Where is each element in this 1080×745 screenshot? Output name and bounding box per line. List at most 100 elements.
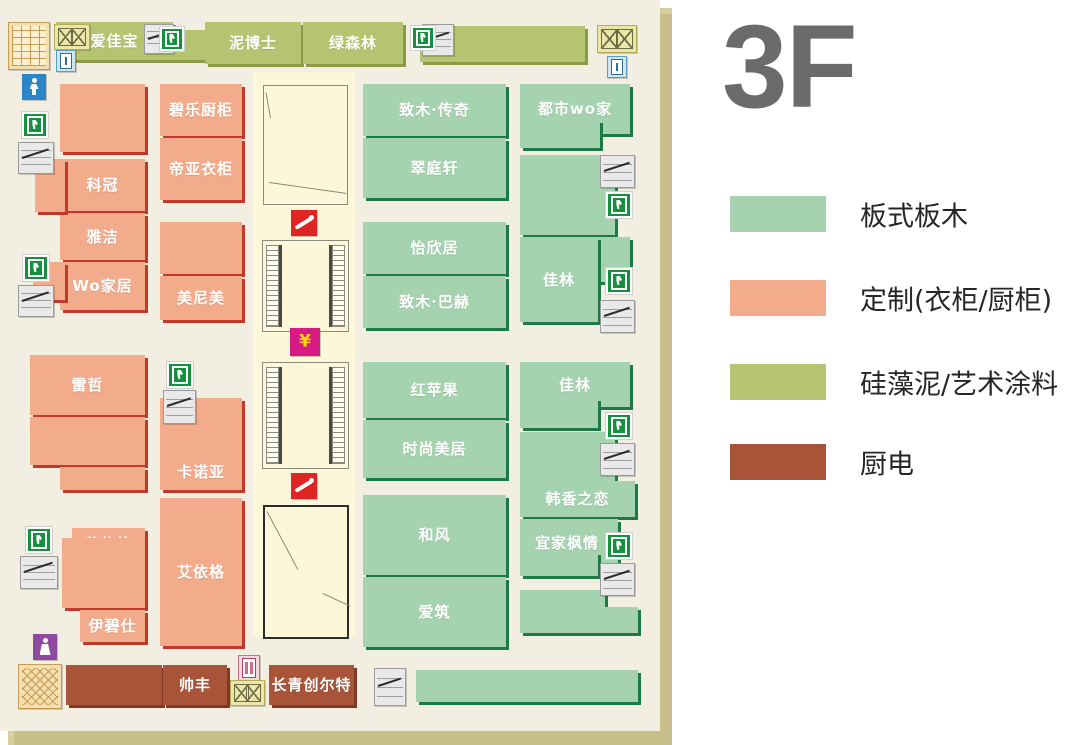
store-keguan[interactable]: 科冠 — [60, 159, 145, 211]
store-fourth-unnamed-3b[interactable] — [520, 607, 638, 633]
store-lusenlin[interactable]: 绿森林 — [303, 22, 403, 64]
store-label: Wo家居 — [72, 276, 133, 295]
store-cuitingxuan[interactable]: 翠庭轩 — [363, 138, 506, 198]
information-icon — [56, 50, 76, 72]
store-fourth-unnamed-1[interactable] — [520, 155, 615, 235]
restroom-female-icon — [33, 634, 57, 660]
information-icon — [607, 56, 627, 78]
store-shuaifeng[interactable]: 帅丰 — [163, 665, 227, 705]
seating-icon — [18, 664, 62, 709]
store-zhimu-chuanqi[interactable]: 致木·传奇 — [363, 84, 506, 136]
legend-label: 硅藻泥/艺术涂料 — [860, 369, 1059, 401]
store-label: 宜家枫情 — [534, 533, 599, 552]
floor-level-label: 3F — [722, 1, 858, 133]
store-diyayigui[interactable]: 帝亚衣柜 — [160, 138, 242, 200]
store-jialin-2-foot[interactable] — [520, 398, 598, 428]
legend-label: 板式板木 — [860, 201, 968, 233]
store-label: 和风 — [418, 525, 451, 544]
stairs-icon — [163, 390, 196, 424]
store-second-unnamed[interactable] — [160, 222, 242, 274]
store-label: 泥博士 — [228, 33, 277, 52]
store-bottom-unnamed[interactable] — [66, 665, 162, 705]
legend-swatch — [730, 196, 826, 232]
stairs-icon — [600, 563, 635, 596]
legend-swatch — [730, 280, 826, 316]
store-label: 伊碧仕 — [88, 616, 137, 635]
store-jialin-1[interactable]: 佳林 — [520, 237, 598, 322]
escalator-icon — [291, 210, 317, 236]
exit-icon — [606, 192, 632, 218]
store-aiyige-main[interactable]: 艾依格 — [160, 498, 242, 646]
store-bottom-green[interactable] — [416, 670, 638, 702]
stairs-icon — [600, 300, 635, 333]
exit-icon — [167, 362, 193, 388]
exit-icon — [22, 112, 48, 138]
store-shishangmeiju[interactable]: 时尚美居 — [363, 420, 506, 478]
exit-icon — [411, 26, 435, 50]
store-dushiwojia-foot[interactable] — [520, 120, 600, 148]
store-label: 艾依格 — [176, 562, 225, 581]
stairs-icon — [374, 668, 406, 706]
store-label: 韩香之恋 — [545, 489, 610, 508]
store-label: 红苹果 — [410, 380, 459, 399]
store-hanxiangzhilian[interactable]: 韩香之恋 — [520, 481, 635, 517]
store-label: 致木·传奇 — [399, 100, 470, 119]
store-aizhu[interactable]: 爱筑 — [363, 577, 506, 647]
legend-panel: 3F 板式板木 定制(衣柜/厨柜) 硅藻泥/艺术涂料 厨电 — [700, 0, 1080, 745]
elevator-icon — [230, 680, 265, 706]
escalator-well-lower — [262, 362, 349, 469]
store-changqingchuangerte[interactable]: 长青创尔特 — [269, 665, 354, 705]
board-surface: 爱佳宝 泥博士 绿森林 — [0, 0, 660, 731]
store-left-unnamed-2[interactable] — [30, 417, 145, 465]
store-yajie[interactable]: 雅洁 — [60, 213, 145, 260]
stairs-icon — [600, 155, 635, 188]
store-label: 卡诺亚 — [176, 462, 225, 481]
store-label: 爱佳宝 — [90, 31, 139, 50]
stairs-icon — [20, 556, 58, 589]
store-label: 爱筑 — [418, 602, 451, 621]
store-yijiafengqing-foot[interactable] — [520, 552, 598, 576]
store-wojiaju[interactable]: Wo家居 — [60, 262, 145, 310]
store-label: 雅洁 — [86, 227, 119, 246]
store-label: 美尼美 — [176, 288, 225, 307]
store-leizhe[interactable]: 雷哲 — [30, 355, 145, 415]
legend-label: 定制(衣柜/厨柜) — [860, 285, 1053, 317]
exit-icon — [606, 533, 632, 559]
store-label: 时尚美居 — [402, 439, 467, 458]
store-hefeng[interactable]: 和风 — [363, 495, 506, 575]
store-label: 帅丰 — [178, 675, 211, 694]
store-label: 佳林 — [558, 375, 591, 394]
store-hongpingguo[interactable]: 红苹果 — [363, 362, 506, 418]
store-yixinju[interactable]: 怡欣居 — [363, 222, 506, 274]
store-label: 长青创尔特 — [271, 675, 352, 694]
exit-icon — [160, 27, 184, 51]
store-left-unnamed-1[interactable] — [60, 84, 145, 152]
legend-swatch — [730, 444, 826, 480]
restroom-male-icon — [22, 74, 46, 100]
store-zhimu-bahe[interactable]: 致木·巴赫 — [363, 276, 506, 328]
elevator-icon — [54, 24, 90, 50]
exit-icon — [23, 255, 49, 281]
atrium-opening-upper — [263, 85, 348, 205]
floor-map-board: 爱佳宝 泥博士 绿森林 — [0, 0, 672, 745]
store-bilechugui[interactable]: 碧乐厨柜 — [160, 84, 242, 136]
store-yibishi[interactable]: 伊碧仕 — [80, 610, 145, 642]
store-meinimei[interactable]: 美尼美 — [160, 276, 242, 320]
seating-icon — [8, 22, 50, 70]
elevator-icon — [597, 25, 637, 53]
legend-label: 厨电 — [860, 449, 914, 481]
exit-icon — [26, 527, 52, 553]
store-leizhe-foot[interactable] — [60, 467, 145, 490]
exit-icon — [606, 268, 632, 294]
atrium-opening-lower — [263, 505, 351, 639]
escalator-icon — [291, 473, 317, 499]
stairs-icon — [18, 285, 54, 317]
store-fourth-unnamed-2[interactable] — [520, 432, 615, 482]
store-nibo[interactable]: 泥博士 — [205, 22, 301, 64]
escalator-well-upper — [262, 240, 349, 332]
store-label: 科冠 — [86, 175, 119, 194]
store-label: 绿森林 — [328, 33, 377, 52]
legend-swatch — [730, 364, 826, 400]
store-left-unnamed-3[interactable] — [62, 538, 145, 608]
